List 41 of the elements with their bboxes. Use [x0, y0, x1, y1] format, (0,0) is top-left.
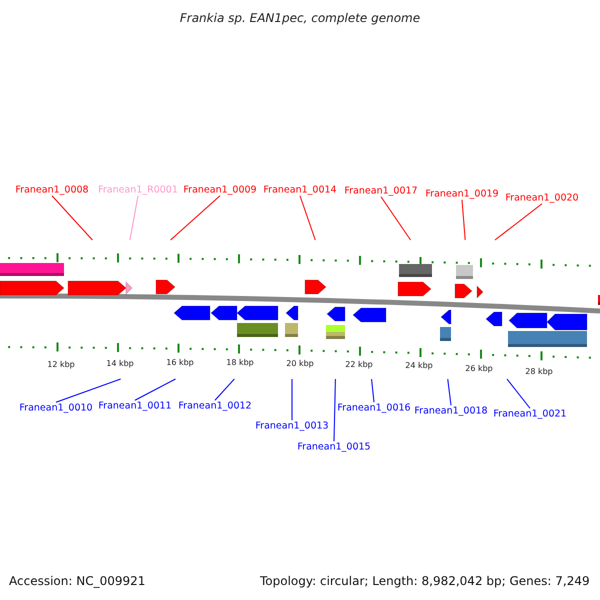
scale-label: 26 kbp: [465, 365, 493, 373]
scale-label: 28 kbp: [525, 368, 553, 376]
leader-line: [334, 378, 336, 442]
leader-line: [134, 378, 176, 401]
leader-line: [52, 195, 93, 240]
leader-line: [506, 378, 530, 409]
gene-label: Franean1_0020: [505, 193, 579, 203]
gene-label: Franean1_0012: [178, 401, 252, 411]
footer-text: Accession: NC_009921: [9, 575, 146, 587]
scale-label: 16 kbp: [166, 359, 194, 367]
leader-line: [214, 378, 235, 401]
gene-label: Franean1_0019: [425, 189, 499, 199]
gene-label: Franean1_R0001: [98, 185, 178, 195]
scale-label: 14 kbp: [106, 360, 134, 368]
footer-text: Topology: circular; Length: 8,982,042 bp; Genes: 7,249: [260, 575, 590, 587]
scale-label: 18 kbp: [226, 359, 254, 367]
leader-line: [494, 203, 542, 240]
leader-line: [380, 196, 412, 240]
leader-line: [371, 378, 374, 403]
gene-label: Franean1_0018: [414, 406, 488, 416]
scale-label: 24 kbp: [405, 362, 433, 370]
chart-title: Frankia sp. EAN1pec, complete genome: [180, 12, 420, 24]
gene-label: Franean1_0013: [255, 421, 329, 431]
gene-label: Franean1_0015: [297, 442, 371, 452]
scale-label: 20 kbp: [286, 360, 314, 368]
gene-label: Franean1_0010: [19, 403, 93, 413]
gene-label: Franean1_0008: [15, 185, 89, 195]
scale-label: 22 kbp: [345, 361, 373, 369]
leader-line: [462, 199, 466, 240]
gene-label: Franean1_0017: [344, 186, 418, 196]
gene-label: Franean1_0011: [98, 401, 172, 411]
gene-label: Franean1_0014: [263, 185, 337, 195]
leader-line: [447, 378, 452, 406]
leader-line: [170, 195, 220, 240]
leader-line: [56, 378, 122, 403]
gene-label: Franean1_0009: [183, 185, 257, 195]
gene-label: Franean1_0016: [337, 403, 411, 413]
scale-label: 12 kbp: [47, 361, 75, 369]
leader-line: [129, 195, 138, 240]
leader-line: [300, 195, 316, 240]
gene-label: Franean1_0021: [493, 409, 567, 419]
